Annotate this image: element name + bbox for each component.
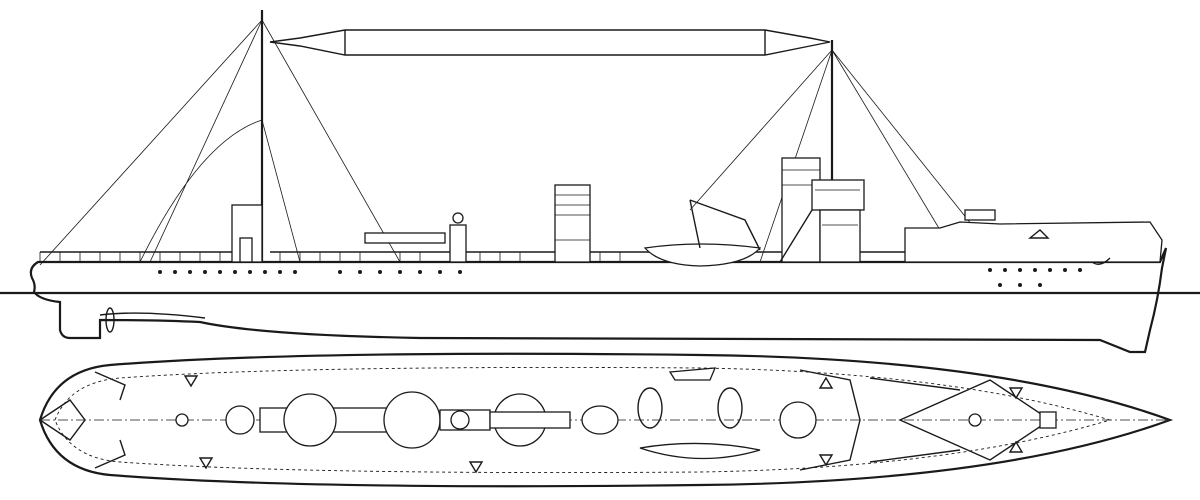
propeller-icon — [105, 307, 115, 333]
forecastle-rails — [869, 377, 961, 463]
stern-structure — [94, 371, 126, 469]
radio-aerial — [269, 29, 831, 56]
searchlight-platform — [449, 224, 467, 263]
funnel-fore-plan — [779, 401, 817, 439]
hull-profile — [29, 247, 1168, 354]
funnel-aft-plan — [581, 405, 619, 435]
bridge — [811, 179, 865, 211]
bow-gun — [964, 209, 996, 221]
portholes — [158, 268, 1082, 287]
funnel-aft — [554, 184, 591, 263]
torpedo-tube — [364, 232, 446, 244]
torpedo-mount-2 — [383, 391, 441, 449]
lifeboat — [643, 243, 762, 267]
plan-view — [38, 352, 1174, 488]
torpedo-mount-1 — [283, 393, 337, 447]
propeller-shaft — [99, 312, 206, 319]
lifeboat-plan — [639, 442, 761, 460]
capstan — [1039, 411, 1057, 429]
rigging — [39, 19, 1001, 266]
aft-gun — [175, 413, 189, 427]
bow-gun-plan — [968, 413, 982, 427]
bridge-plan — [799, 369, 861, 471]
boat-crane — [689, 199, 761, 251]
searchlight — [450, 410, 470, 430]
forecastle — [904, 221, 1163, 263]
aft-mast-base — [225, 405, 255, 435]
profile-view — [0, 10, 1200, 354]
